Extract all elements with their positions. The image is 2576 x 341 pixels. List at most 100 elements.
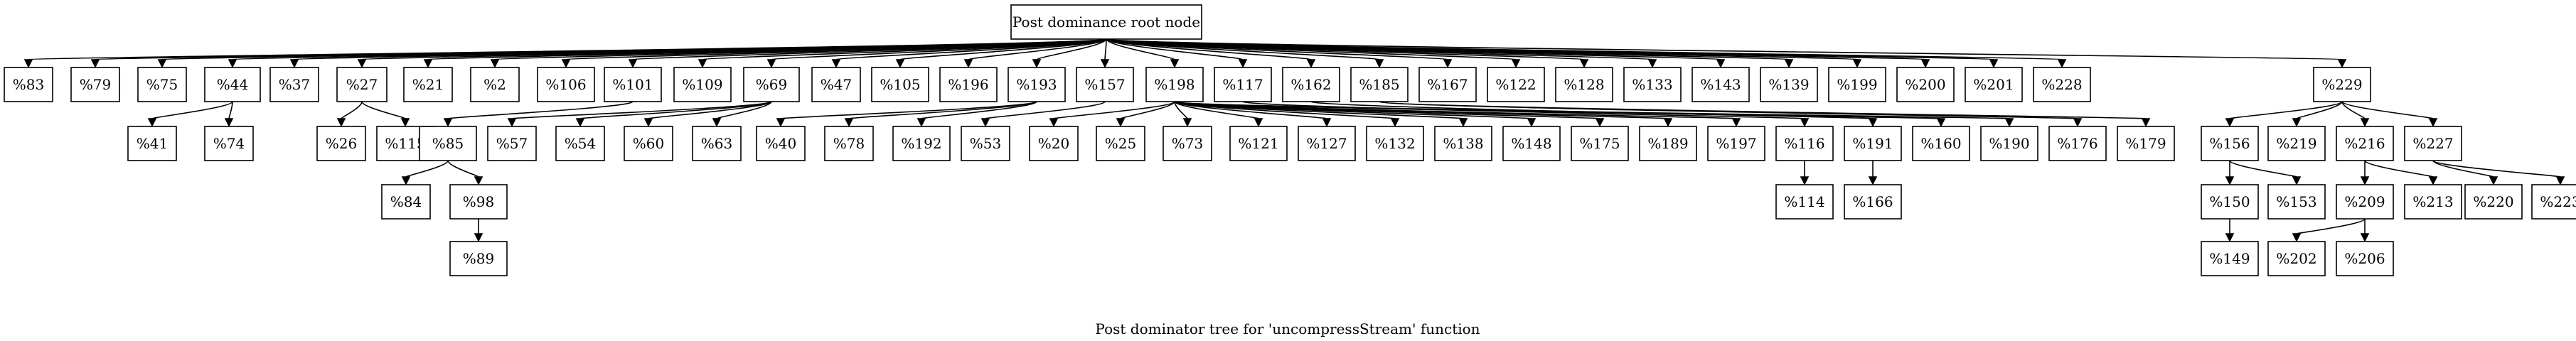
tree-node: %197	[1707, 126, 1765, 161]
tree-node: %73	[1163, 126, 1212, 161]
node-box	[2201, 241, 2259, 276]
tree-node: %25	[1096, 126, 1145, 161]
node-label: %117	[1222, 76, 1263, 93]
node-box	[204, 126, 254, 161]
edge-arrowhead	[1920, 59, 1930, 68]
node-label: %176	[2057, 135, 2097, 152]
edge-arrowhead	[2292, 233, 2302, 242]
tree-node: %219	[2267, 126, 2326, 161]
node-box	[1760, 67, 1818, 102]
edge-arrowhead	[643, 118, 653, 127]
edge-arrowhead	[1868, 176, 1878, 185]
tree-node: %185	[1350, 67, 1409, 102]
edge-arrowhead	[423, 59, 433, 68]
node-box	[316, 126, 366, 161]
node-box	[1229, 126, 1288, 161]
edge-arrowhead	[1527, 118, 1536, 127]
edge-n198-to-n25	[1116, 101, 1175, 127]
node-box	[1298, 126, 1356, 161]
edge-line	[511, 101, 772, 119]
node-label: %127	[1306, 135, 1347, 152]
node-label: %128	[1564, 76, 1604, 93]
node-box	[2336, 241, 2394, 276]
node-box	[70, 67, 120, 102]
tree-node: %79	[70, 67, 120, 102]
tree-node: %149	[2201, 241, 2259, 276]
edge-arrowhead	[2292, 118, 2302, 127]
node-box	[1639, 126, 1697, 161]
node-box	[470, 67, 520, 102]
edge-n101-to-n85	[443, 101, 634, 127]
node-box	[1896, 67, 1955, 102]
node-box	[1965, 67, 2023, 102]
node-box	[2531, 184, 2576, 220]
node-box	[449, 184, 508, 220]
node-label: %121	[1238, 135, 1278, 152]
node-box	[2267, 241, 2326, 276]
edge-arrowhead	[2225, 118, 2235, 127]
node-label: %106	[545, 76, 586, 93]
node-label: %219	[2276, 135, 2316, 152]
tree-node: %153	[2267, 184, 2326, 220]
tree-node: %206	[2336, 241, 2394, 276]
tree-node: %105	[871, 67, 929, 102]
node-label: %41	[137, 135, 168, 152]
edge-arrowhead	[2337, 59, 2347, 68]
edge-arrowhead	[1254, 118, 1263, 127]
edge-arrowhead	[147, 118, 157, 127]
node-box	[4, 67, 53, 102]
node-label: %157	[1084, 76, 1125, 93]
node-box	[2336, 126, 2394, 161]
node-label: %57	[496, 135, 528, 152]
edge-arrowhead	[1647, 59, 1657, 68]
edge-n44-to-n74	[224, 101, 234, 127]
node-label: %101	[612, 76, 653, 93]
edge-n216-to-n213	[2364, 160, 2438, 185]
node-label: %74	[213, 135, 245, 152]
edge-line	[2364, 160, 2434, 178]
tree-node: %98	[449, 184, 508, 220]
edge-arrowhead	[1716, 59, 1726, 68]
edge-line	[1242, 101, 1805, 119]
node-label: %83	[13, 76, 44, 93]
tree-node: %106	[537, 67, 595, 102]
tree-node: %220	[2464, 184, 2523, 220]
edge-arrowhead	[2225, 233, 2235, 242]
node-box	[756, 126, 806, 161]
edge-arrowhead	[1731, 118, 1741, 127]
node-box	[1010, 4, 1202, 40]
tree-node: %84	[381, 184, 431, 220]
node-box	[939, 67, 998, 102]
edge-arrowhead	[336, 118, 346, 127]
edge-arrowhead	[474, 176, 483, 185]
node-label: %162	[1290, 76, 1331, 93]
tree-node: %53	[961, 126, 1010, 161]
edge-arrowhead	[2489, 176, 2498, 185]
edge-n27-to-n115	[361, 101, 410, 127]
edge-arrowhead	[575, 118, 585, 127]
edge-line	[405, 160, 449, 178]
node-box	[2267, 184, 2326, 220]
edge-n185-to-n179	[1379, 101, 2151, 127]
node-label: %60	[633, 135, 664, 152]
edge-line	[228, 101, 233, 119]
edge-line	[1174, 101, 1737, 119]
edge-n69-to-n57	[507, 101, 772, 127]
edge-line	[579, 101, 772, 119]
edge-line	[2229, 101, 2343, 119]
node-label: %202	[2276, 250, 2316, 267]
edge-arrowhead	[224, 118, 234, 127]
node-box	[2404, 184, 2462, 220]
node-label: %198	[1154, 76, 1195, 93]
node-label: %37	[279, 76, 310, 93]
edge-n162-to-n191	[1310, 101, 1878, 127]
edge-line	[447, 160, 479, 178]
node-label: %149	[2209, 250, 2250, 267]
edge-root-to-n193	[1032, 38, 1107, 68]
node-label: %105	[880, 76, 920, 93]
node-box	[1828, 67, 1886, 102]
node-box	[1434, 126, 1492, 161]
node-box	[2117, 126, 2175, 161]
edge-n156-to-n150	[2225, 161, 2235, 185]
tree-nodes: Post dominance root node%83%79%75%44%37%…	[4, 4, 2576, 276]
